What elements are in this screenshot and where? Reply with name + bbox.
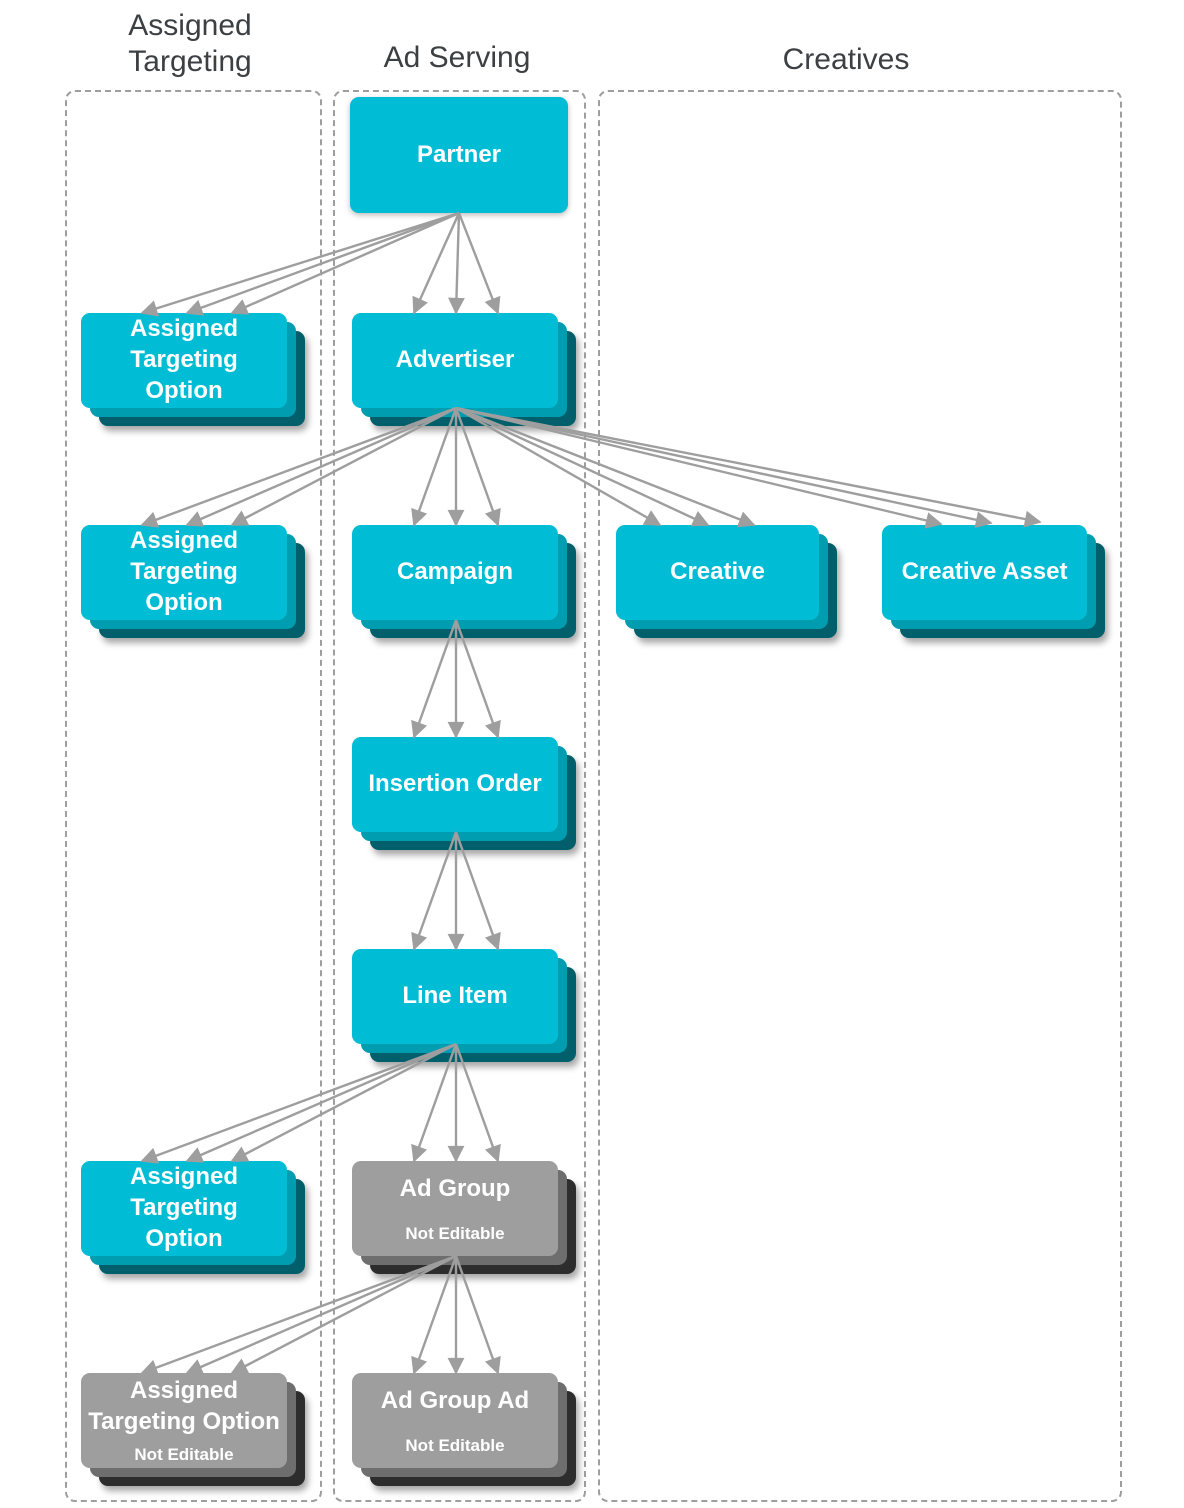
column-title-line: Ad Serving [383, 41, 531, 74]
node-label: Line Item [402, 982, 508, 1010]
node-title: Ad Group Ad [381, 1386, 529, 1417]
node-label: Assigned [129, 1377, 239, 1405]
node-title: Creative Asset [902, 557, 1068, 588]
node-title: Ad Group [400, 1174, 511, 1205]
node-title: Advertiser [396, 345, 515, 376]
node-label: Option [145, 588, 223, 616]
node-label: Option [145, 376, 223, 404]
node-label: Targeting [130, 346, 238, 374]
node-label: Advertiser [395, 346, 515, 374]
card-creative-asset: Creative Asset [882, 525, 1087, 620]
node-title: Insertion Order [368, 769, 541, 800]
node-line-item: Line Item [352, 949, 576, 1062]
column-title-line: Creatives [782, 43, 910, 76]
node-label: Insertion Order [368, 770, 542, 798]
card-partner: Partner [350, 97, 568, 213]
node-creative: Creative [616, 525, 837, 638]
node-label: Campaign [396, 558, 513, 586]
card-insertion-order: Insertion Order [352, 737, 558, 832]
node-label: Option [145, 1224, 223, 1252]
node-insertion-order: Insertion Order [352, 737, 576, 850]
node-title: Line Item [402, 981, 507, 1012]
node-label: Partner [416, 140, 502, 168]
node-label: Targeting [130, 558, 238, 586]
node-label: Targeting [130, 1194, 238, 1222]
column-ad-serving [333, 90, 586, 1502]
node-label: Targeting Option [88, 1408, 280, 1436]
card-campaign: Campaign [352, 525, 558, 620]
column-title-creatives: Creatives [783, 42, 910, 78]
node-ad-group-ad: Ad Group Ad Not Editable [352, 1373, 576, 1486]
node-label: Assigned [129, 1163, 239, 1191]
node-title: Creative [670, 557, 765, 588]
node-label: Ad Group [399, 1174, 511, 1202]
column-assigned-targeting [65, 90, 322, 1502]
column-title-line: Assigned [128, 9, 252, 42]
node-partner: Partner [350, 97, 568, 213]
node-sublabel: Not Editable [405, 1435, 505, 1455]
node-label: Assigned [129, 315, 239, 343]
card-creative: Creative [616, 525, 819, 620]
card-advertiser: Advertiser [352, 313, 558, 408]
column-creatives [598, 90, 1122, 1502]
card-ad-group-ad: Ad Group Ad Not Editable [352, 1373, 558, 1468]
column-title-line: Targeting [128, 45, 252, 78]
node-campaign: Campaign [352, 525, 576, 638]
node-title: Campaign [397, 557, 513, 588]
column-title-ad-serving: Ad Serving [384, 40, 531, 76]
node-label: Assigned [129, 527, 239, 555]
node-label: Creative [670, 558, 765, 586]
node-creative-asset: Creative Asset [882, 525, 1105, 638]
card-line-item: Line Item [352, 949, 558, 1044]
node-sublabel: Not Editable [134, 1444, 234, 1464]
node-title: Partner [417, 140, 501, 171]
node-label: Creative Asset [901, 558, 1068, 586]
node-advertiser: Advertiser [352, 313, 576, 426]
node-label: Ad Group Ad [380, 1386, 530, 1414]
node-sublabel: Not Editable [405, 1223, 505, 1243]
